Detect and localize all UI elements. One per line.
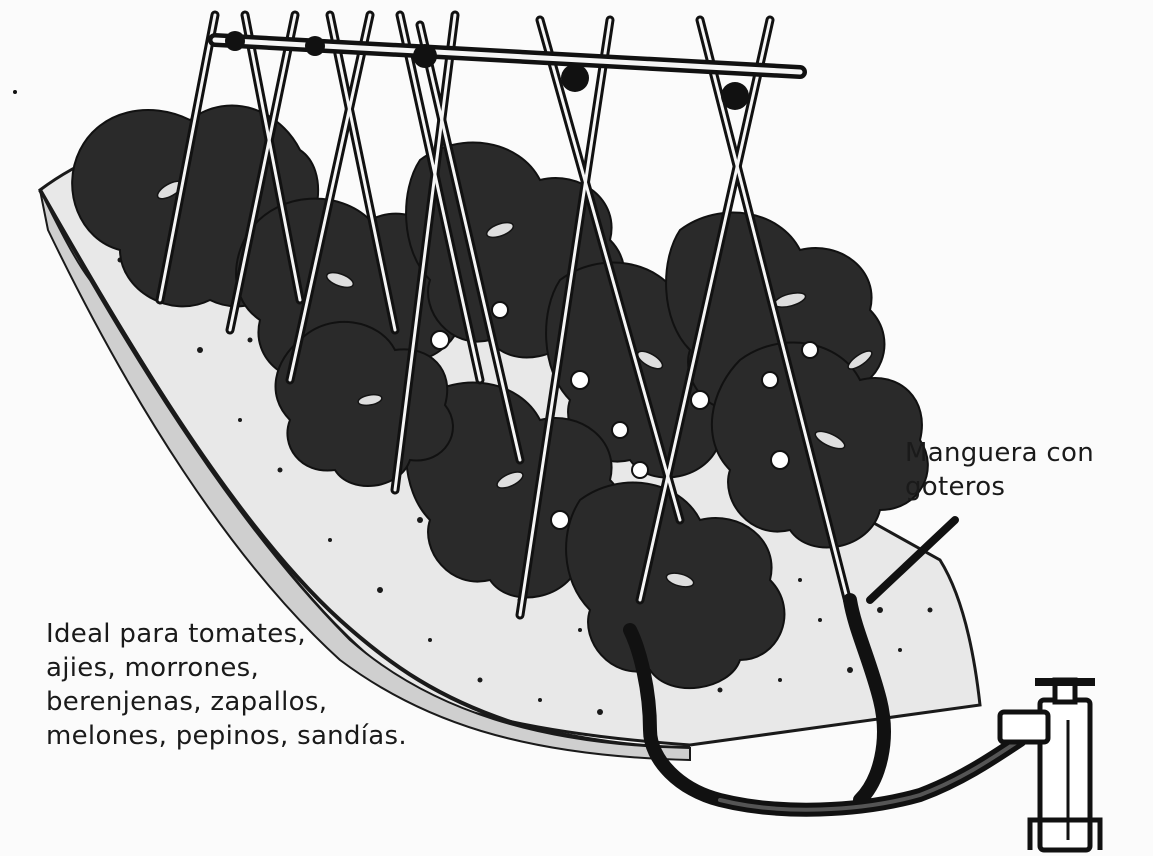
crops-label-line-3: berenjenas, zapallos, <box>46 685 407 719</box>
faucet-icon <box>1000 680 1100 850</box>
hose-label-line-1: Manguera con <box>905 436 1094 470</box>
plant-cluster-6 <box>712 343 928 548</box>
crops-label-line-4: melones, pepinos, sandías. <box>46 719 407 753</box>
ink-dot <box>13 90 17 94</box>
hose-label-line-2: goteros <box>905 470 1094 504</box>
crops-label-line-1: Ideal para tomates, <box>46 617 407 651</box>
crops-label-line-2: ajies, morrones, <box>46 651 407 685</box>
crops-label: Ideal para tomates, ajies, morrones, ber… <box>46 617 407 753</box>
hose-label: Manguera con goteros <box>905 436 1094 504</box>
